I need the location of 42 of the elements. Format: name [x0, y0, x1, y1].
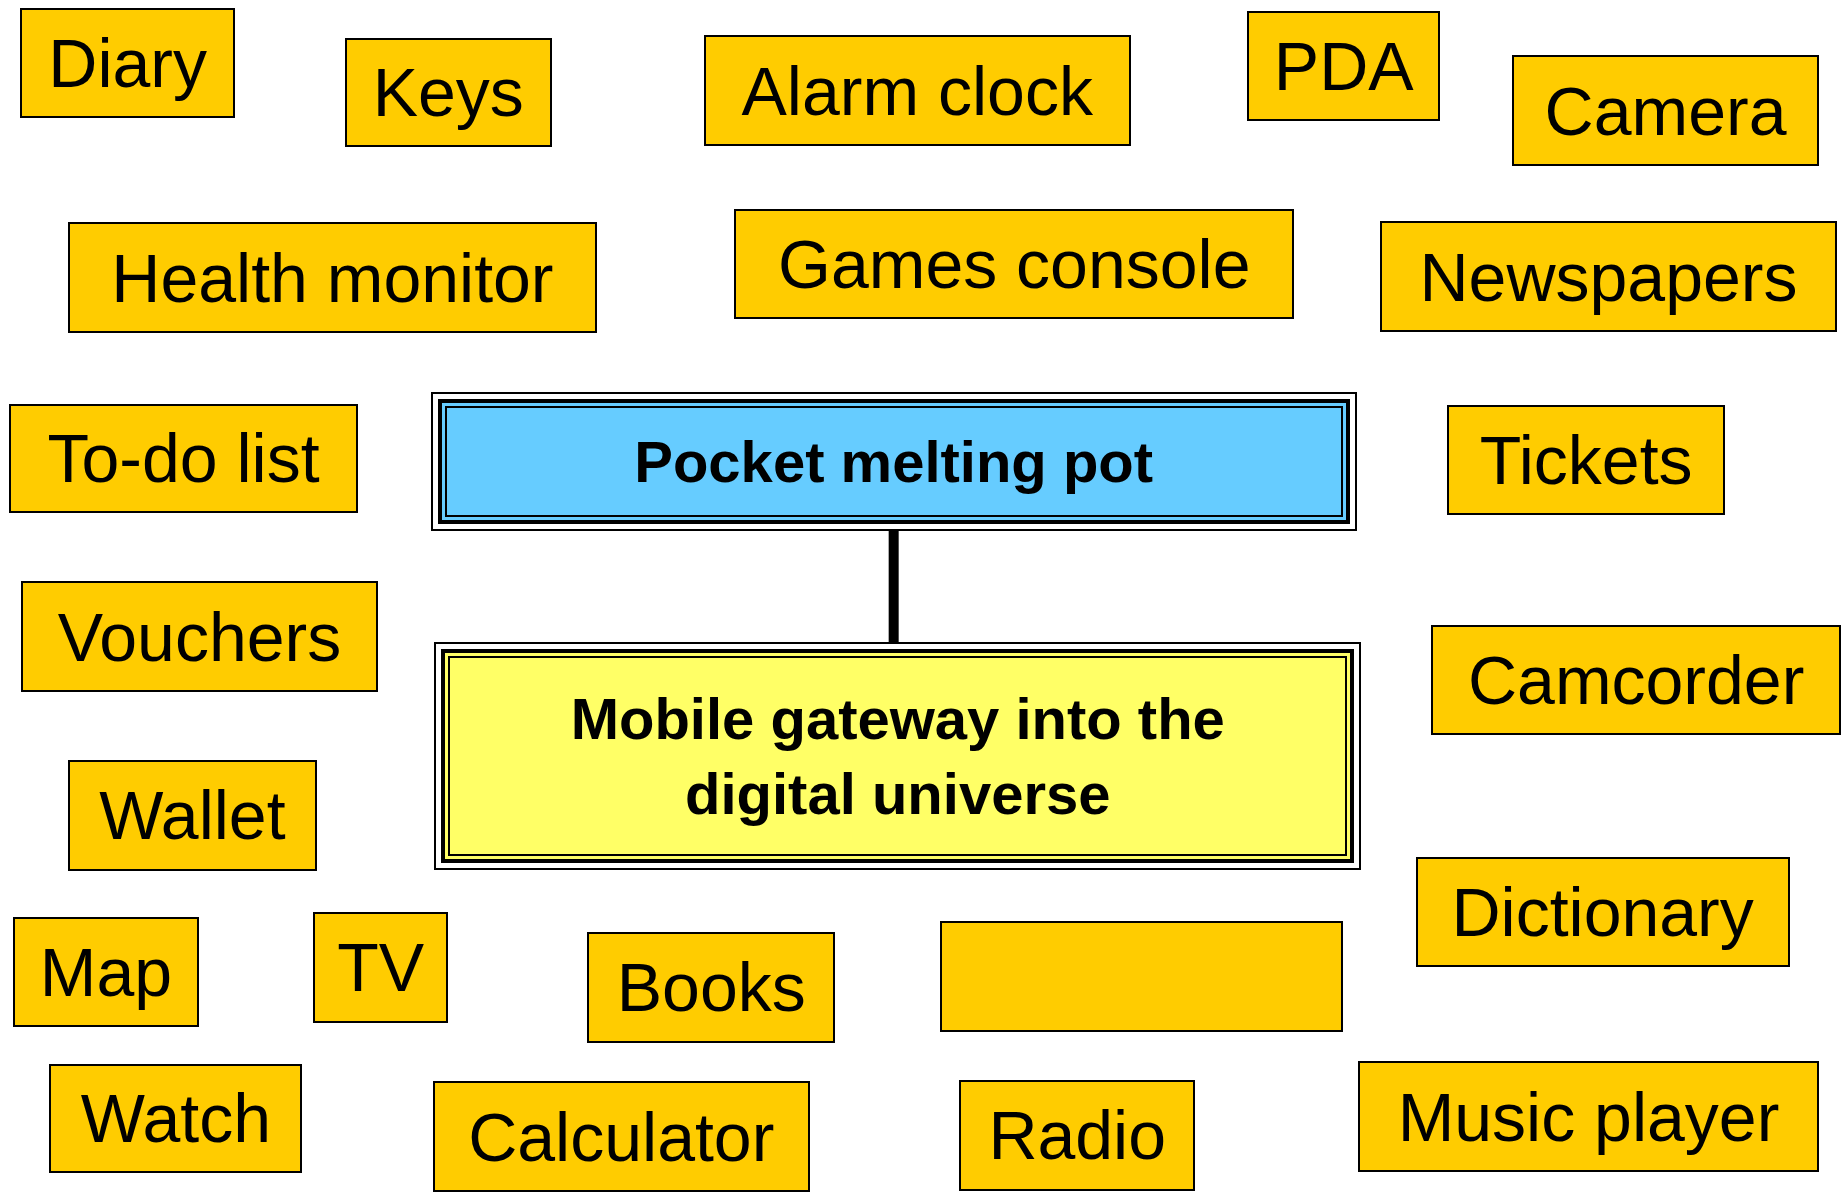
- item-box: [1247, 10, 1441, 122]
- item-box: [1357, 1061, 1820, 1172]
- item-box: [703, 35, 1131, 146]
- item-box: [734, 209, 1295, 319]
- item-label: Tickets: [1479, 426, 1693, 495]
- item-label: PDA: [1273, 31, 1414, 100]
- item-label: Wallet: [99, 781, 286, 850]
- item-label: Calculator: [468, 1102, 775, 1171]
- item-label: To-do list: [47, 424, 320, 493]
- item-box: [1447, 404, 1725, 516]
- item-box: [9, 403, 358, 513]
- title-box: [434, 642, 1362, 870]
- item-box: [313, 911, 449, 1023]
- item-label: Watch: [80, 1084, 271, 1153]
- item-label: Health monitor: [111, 243, 554, 312]
- item-box: [12, 916, 199, 1028]
- title-box: [430, 391, 1357, 531]
- item-label: Alarm clock: [741, 56, 1093, 125]
- item-label: Games console: [778, 230, 1251, 299]
- item-box: [20, 8, 236, 118]
- item-label: Radio: [988, 1101, 1167, 1170]
- item-box: [940, 921, 1343, 1032]
- item-box: [1512, 55, 1820, 166]
- item-box: [1415, 856, 1790, 968]
- item-label: Books: [616, 953, 806, 1022]
- item-label: Camcorder: [1467, 646, 1805, 715]
- item-box: [587, 931, 836, 1043]
- heading-text: Mobile gateway into the digital universe: [569, 684, 1226, 828]
- item-box: [68, 760, 317, 871]
- item-box: [344, 37, 552, 148]
- item-label: Camera: [1544, 76, 1787, 145]
- item-box: [21, 581, 378, 692]
- item-box: [433, 1081, 810, 1192]
- item-box: [1430, 624, 1842, 736]
- connector-line: [888, 530, 899, 643]
- heading-text: Pocket melting pot: [634, 427, 1154, 496]
- item-box: [1380, 221, 1837, 332]
- item-box: [958, 1080, 1196, 1191]
- item-box: [49, 1063, 303, 1174]
- item-label: TV: [337, 933, 425, 1002]
- item-box: [68, 222, 597, 333]
- item-label: Vouchers: [57, 602, 342, 671]
